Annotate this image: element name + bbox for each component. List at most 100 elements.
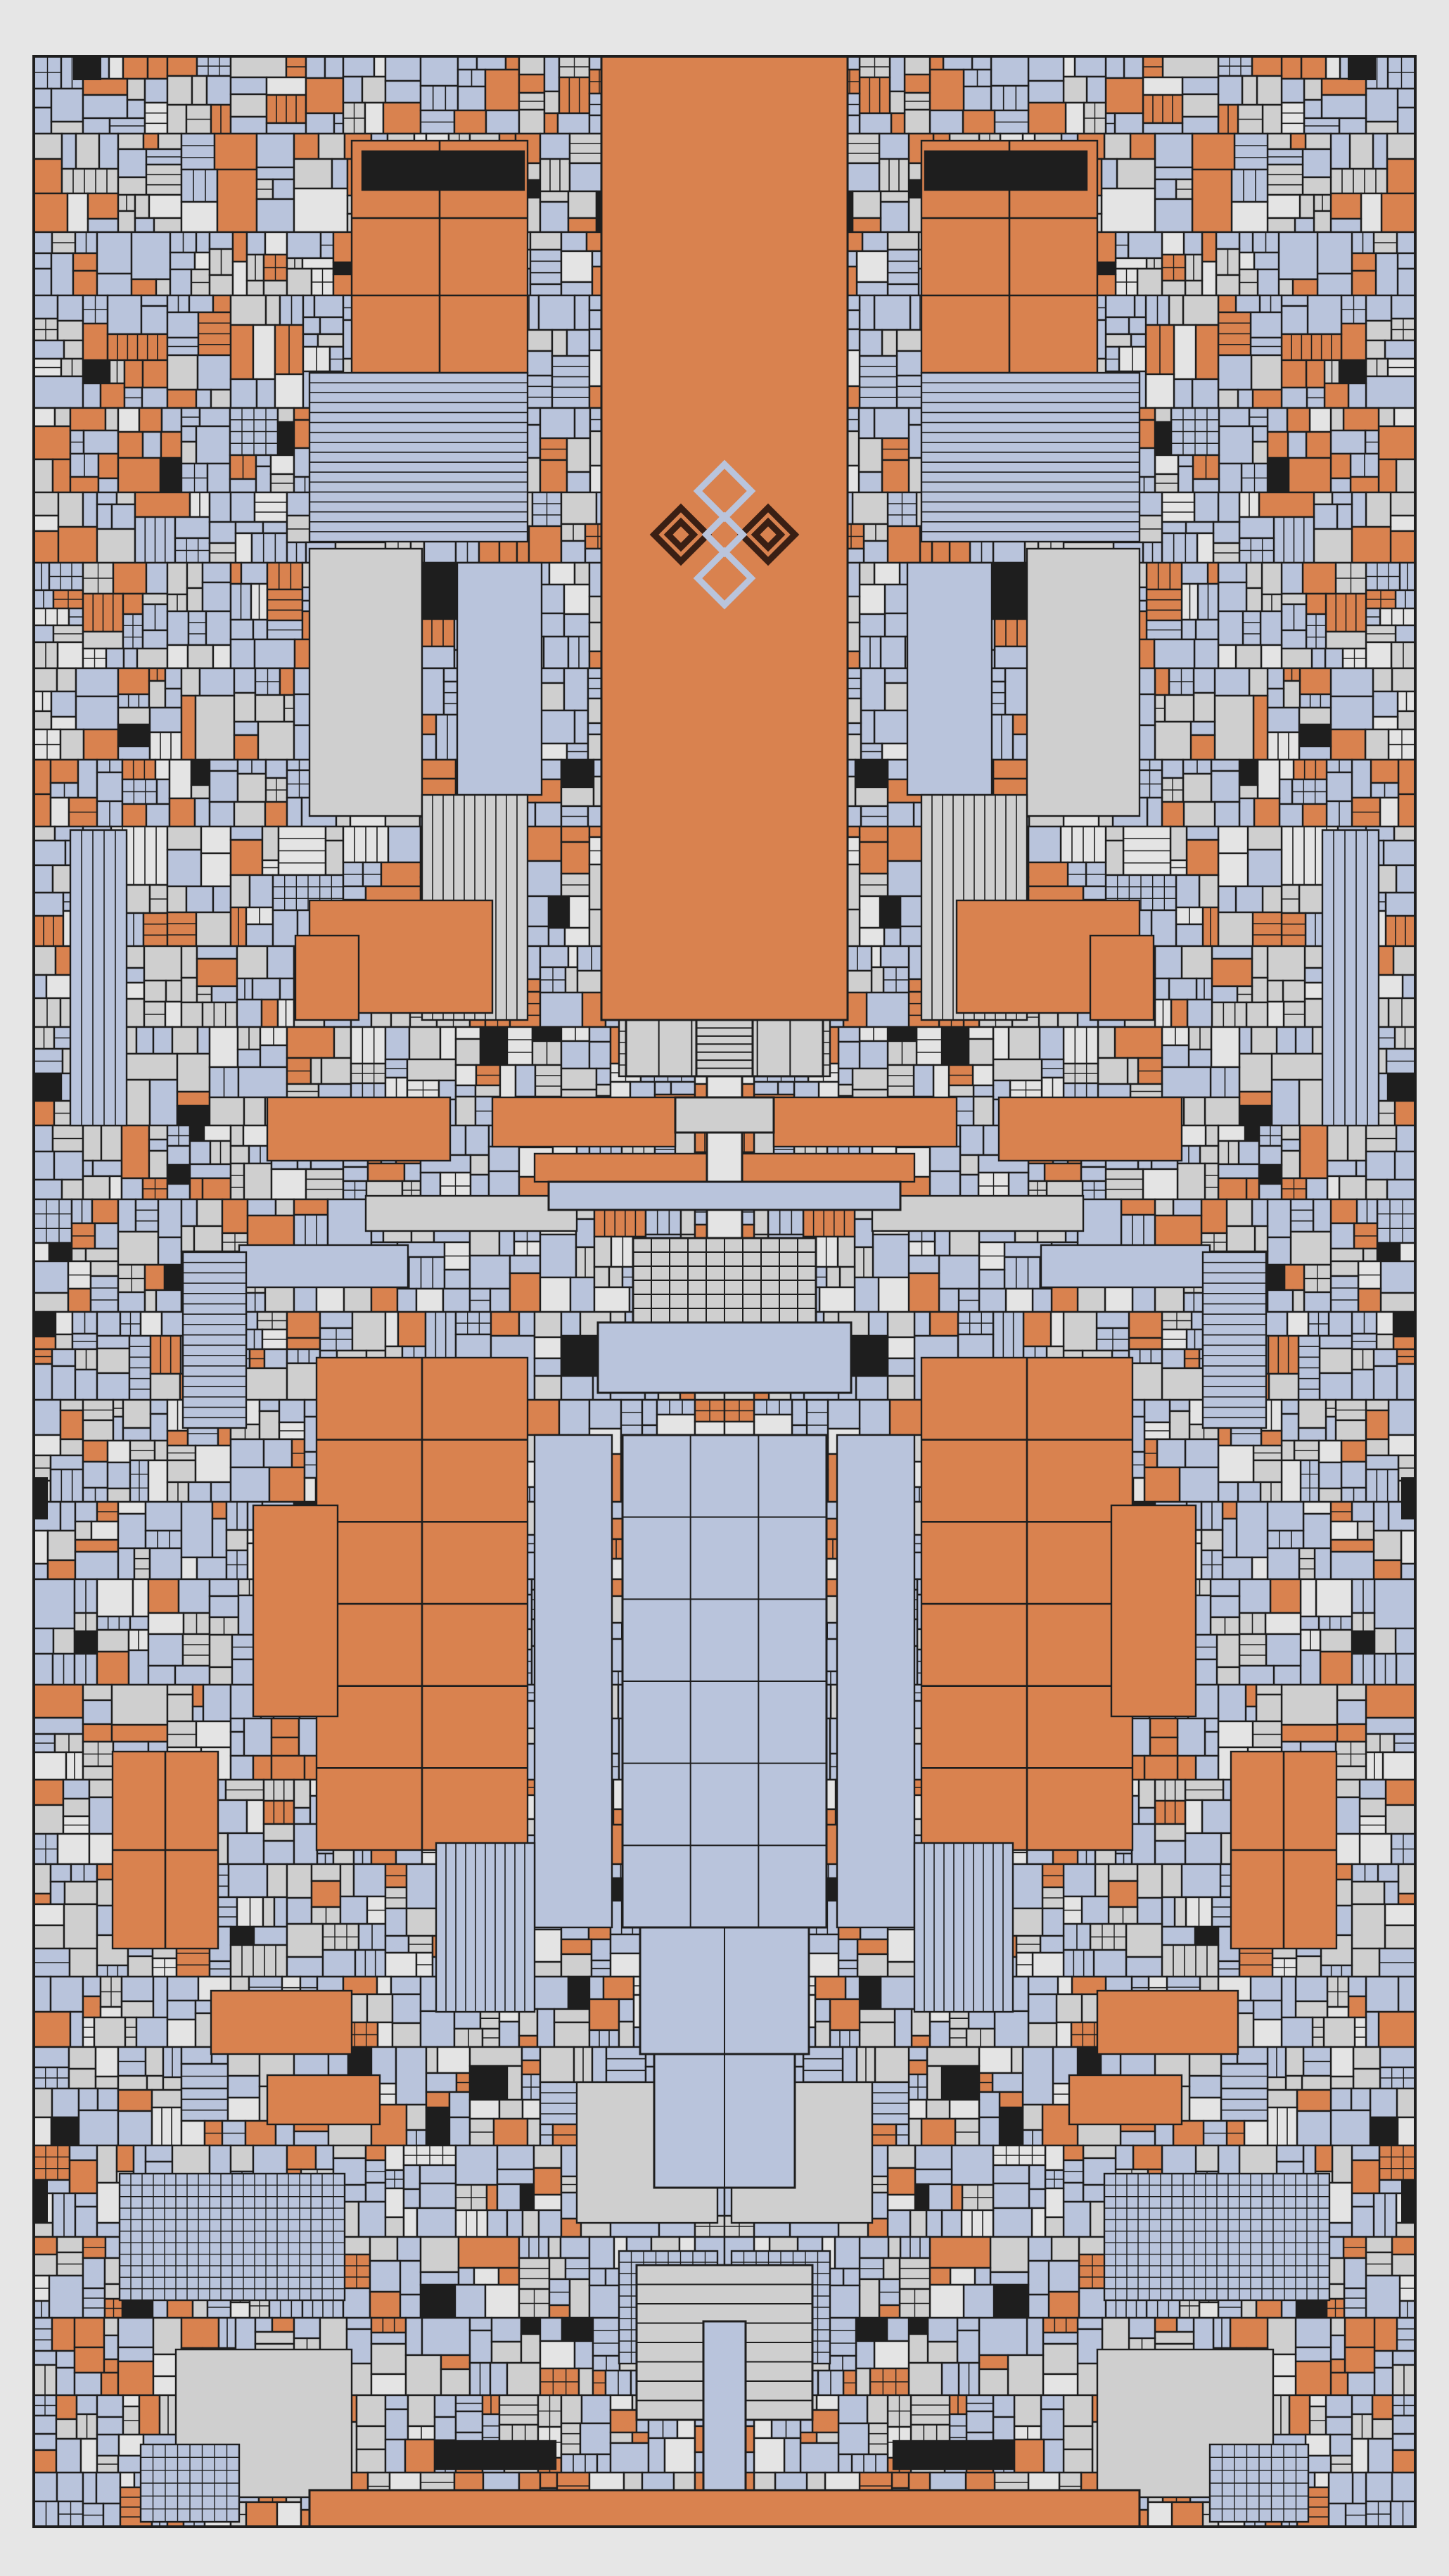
tile-block (886, 231, 920, 251)
tile-block (77, 758, 98, 799)
tile-block (270, 1736, 300, 1757)
tile-block (1291, 278, 1319, 297)
tile-block (180, 667, 201, 697)
tile-block (351, 1311, 387, 1352)
tile-block (32, 1683, 84, 1719)
tile-block (245, 1311, 259, 1331)
tile-block (560, 1040, 591, 1070)
tile-block (32, 2471, 58, 2503)
tile-block (1085, 75, 1107, 104)
tile-block (384, 2187, 405, 2219)
tile-block (539, 2471, 558, 2489)
tile-block (1301, 803, 1328, 828)
tile-block (117, 407, 141, 433)
tile-block (105, 647, 125, 670)
tile-block (474, 1084, 502, 1098)
tile-block (588, 2236, 615, 2270)
tile-block (229, 1162, 245, 1201)
tile-block (1217, 885, 1237, 914)
tile-block (1280, 77, 1306, 104)
tile-block (195, 911, 232, 948)
tile-block (208, 2144, 232, 2176)
tile-block (1329, 167, 1389, 195)
tile-block (560, 540, 587, 564)
tile-block (74, 2205, 98, 2238)
tile-block (166, 885, 188, 914)
tile-block (198, 667, 236, 697)
tile-block (202, 1683, 232, 1723)
tile-block (533, 1375, 563, 1401)
tile-block (1116, 158, 1156, 190)
tile-block (132, 1578, 150, 1618)
tile-block (32, 1124, 54, 1153)
tile-block (180, 1198, 198, 1228)
tile-block (264, 758, 288, 779)
tile-block (543, 90, 561, 115)
tile-block (1331, 491, 1353, 506)
tile-block (115, 2144, 135, 2173)
tile-block (1185, 839, 1220, 876)
tile-block (1386, 158, 1417, 195)
tile-block (547, 895, 570, 929)
tile-block (100, 2371, 120, 2397)
tile-block (96, 231, 133, 275)
tile-block (120, 1124, 151, 1180)
tile-block (443, 1268, 471, 1290)
tile-block (240, 561, 269, 585)
tile-block (391, 2022, 422, 2048)
tile-block (561, 2316, 594, 2342)
tile-block (108, 1175, 123, 1201)
tile-block (506, 1026, 534, 1066)
tile-block (547, 926, 566, 948)
tile-block (1146, 796, 1163, 828)
tile-block (32, 1804, 65, 1835)
tile-block (457, 2236, 521, 2269)
tile-block (77, 2109, 120, 2147)
tile-block (91, 1198, 120, 1225)
tile-block (69, 407, 107, 432)
tile-block (496, 2183, 522, 2212)
tile-block (32, 375, 84, 409)
tile-block (387, 825, 422, 864)
tile-block (229, 638, 256, 670)
tile-block (166, 644, 189, 670)
tile-block (439, 1026, 457, 1061)
tile-block (321, 1949, 357, 1978)
tile-block (491, 1096, 677, 1148)
tile-block (106, 1439, 132, 1464)
tile-block (618, 1998, 635, 2023)
tile-block (32, 2432, 58, 2451)
tile-block (141, 359, 169, 389)
tile-block (117, 745, 151, 761)
tile-block (32, 425, 72, 461)
tile-block (384, 2216, 405, 2238)
tile-block (55, 2366, 76, 2397)
tile-block (117, 431, 144, 459)
tile-block (485, 109, 521, 135)
tile-block (1238, 516, 1275, 540)
tile-block (96, 528, 136, 564)
tile-block (166, 75, 193, 106)
tile-block (96, 2394, 125, 2418)
tile-block (252, 618, 269, 641)
tile-block (851, 190, 882, 219)
tile-block (49, 1863, 72, 1883)
tile-block (879, 200, 910, 234)
tile-block (538, 583, 566, 615)
tile-block (122, 592, 144, 616)
tile-block (54, 1333, 74, 1351)
tile-block (1238, 231, 1254, 254)
tile-block (32, 1242, 51, 1263)
tile-block (425, 2106, 451, 2147)
tile-block (201, 561, 232, 584)
tile-block (245, 279, 265, 297)
tile-block (563, 926, 591, 948)
tile-block (563, 583, 591, 616)
tile-block (82, 1995, 102, 2019)
tile-block (180, 694, 197, 761)
tile-block (253, 1925, 288, 1946)
tile-block (1191, 168, 1233, 234)
tile-block (189, 1140, 212, 1166)
tile-block (560, 491, 598, 525)
tile-block (1365, 491, 1392, 528)
